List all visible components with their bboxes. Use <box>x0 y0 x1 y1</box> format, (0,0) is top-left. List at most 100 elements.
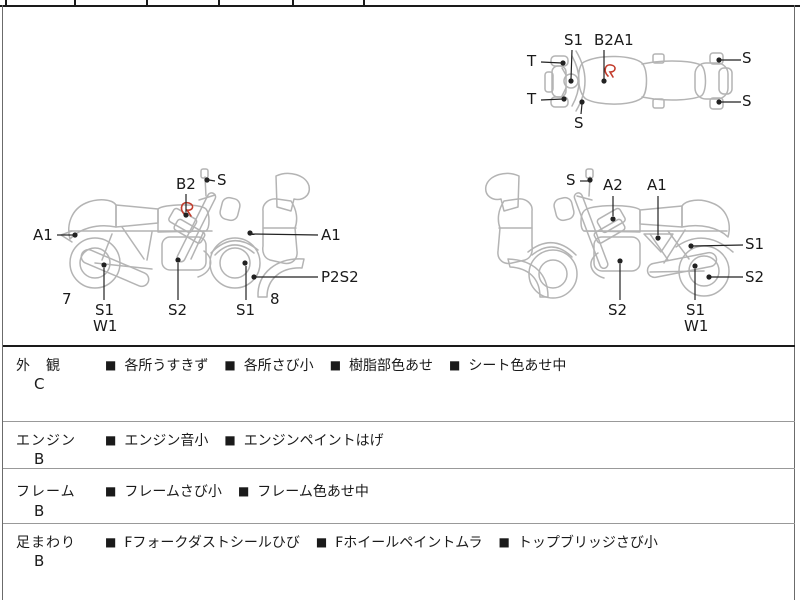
code-label-a1-side-cover: A1 <box>647 176 667 194</box>
leader-lines <box>57 49 744 300</box>
code-label-s-tail-left: S <box>742 49 752 67</box>
front-fender-outer <box>210 240 259 254</box>
header-cell-divider <box>363 0 365 5</box>
code-label-p2s2-wheel: P2S2 <box>321 268 359 286</box>
frame-tube <box>649 233 669 261</box>
inspection-row-frame: フレーム B ■フレームさび小 ■フレーム色あせ中 <box>3 468 795 524</box>
defect-item: ■ 樹脂部色あせ <box>330 355 433 375</box>
bullet-icon: ■ <box>237 484 250 498</box>
defect-item: ■ エンジンペイントはげ <box>224 430 383 450</box>
bullet-icon: ■ <box>449 358 461 372</box>
defect-item: ■エンジン音小 <box>105 430 208 450</box>
code-label-a1-rear-fender: A1 <box>33 226 53 244</box>
fender-crescent <box>257 258 305 298</box>
code-label-num-7: 7 <box>62 290 72 308</box>
defect-text: エンジンペイントはげ <box>243 433 384 449</box>
footpeg-right <box>652 98 665 109</box>
damage-scribble-tank-side <box>180 201 194 217</box>
cylinder-head <box>593 218 626 244</box>
front-rim <box>219 247 251 279</box>
bullet-icon: ■ <box>105 358 117 372</box>
header-cell-divider <box>146 0 148 5</box>
code-label-s-windshield: S <box>574 114 584 132</box>
code-label-b2a1-tank: B2A1 <box>594 31 634 49</box>
right-view-art <box>484 168 734 299</box>
cylinder <box>596 207 626 234</box>
mirror <box>200 168 209 179</box>
frame-tube <box>146 231 153 261</box>
top-view-art <box>544 50 733 112</box>
code-label-s2-engine: S2 <box>168 301 188 319</box>
code-label-s2-rear-wheel: S2 <box>745 268 765 286</box>
code-label-s1-topview: S1 <box>564 31 584 49</box>
defect-items: ■エンジン音小 ■ エンジンペイントはげ <box>105 430 384 450</box>
code-label-s1-muffler-right: S1 <box>686 301 706 319</box>
defect-item: ■各所さび小 <box>224 355 313 375</box>
header-cell-divider <box>74 0 76 5</box>
defect-item: ■Fフォークダストシールひび <box>105 532 300 552</box>
cowl-windscreen <box>484 172 520 212</box>
defect-item: ■Fホイールペイントムラ <box>316 532 483 552</box>
leader-dots <box>72 57 722 280</box>
grade-value: B <box>34 502 45 520</box>
header-cell-divider <box>218 0 220 5</box>
bullet-icon: ■ <box>224 358 236 372</box>
rear-rim <box>79 247 111 279</box>
defect-text: 樹脂部色あせ <box>349 358 434 374</box>
windshield-outer <box>575 50 586 112</box>
defect-text: Fフォークダストシールひび <box>124 535 300 551</box>
category-label: フレーム <box>16 484 76 500</box>
handlebar-grip-right <box>550 96 569 108</box>
defect-text: シート色あせ中 <box>468 358 567 374</box>
top-view-damage-marking <box>604 64 616 78</box>
front-cowl-body <box>497 198 533 265</box>
front-wheel <box>528 249 578 299</box>
code-label-w1-muffler-right: W1 <box>684 317 709 335</box>
defect-item: ■ シート色あせ中 <box>449 355 566 375</box>
defect-items: ■Fフォークダストシールひび ■Fホイールペイントムラ ■トップブリッジさび小 <box>105 532 658 552</box>
damage-scribble-tank-top <box>604 64 616 78</box>
code-label-b2-tank: B2 <box>176 175 196 193</box>
defect-text: フレーム色あせ中 <box>257 484 369 500</box>
code-label-w1-muffler: W1 <box>93 317 118 335</box>
inspection-row-undercarriage: 足まわり B ■Fフォークダストシールひび ■Fホイールペイントムラ ■トップブ… <box>3 523 795 601</box>
defect-text: 各所うすきず <box>124 358 209 374</box>
code-label-s2-engine-right: S2 <box>608 301 628 319</box>
bullet-icon: ■ <box>498 535 510 549</box>
code-label-s-tail-right: S <box>742 92 752 110</box>
swingarm <box>649 270 705 273</box>
handlebar <box>561 87 567 97</box>
footpeg-left <box>652 53 665 64</box>
rear-cowl <box>681 199 730 238</box>
fuel-tank <box>580 204 641 233</box>
rear-fender-tip <box>60 230 73 243</box>
grade-value: C <box>34 375 45 393</box>
header-cell-divider <box>5 0 7 5</box>
code-label-a1-front-fender: A1 <box>321 226 341 244</box>
front-bracket <box>544 71 554 93</box>
handlebar <box>198 194 216 201</box>
frame-tube <box>190 230 205 260</box>
left-view-damage-marking <box>180 201 194 217</box>
code-label-a2-tank: A2 <box>603 176 623 194</box>
rear-axle-left <box>709 52 724 65</box>
fender-crescent <box>507 258 549 298</box>
bullet-icon: ■ <box>329 358 342 372</box>
code-label-s1-shock: S1 <box>745 235 765 253</box>
bullet-icon: ■ <box>224 433 236 447</box>
grade-value: B <box>34 450 45 468</box>
code-label-t-grip-left: T <box>527 52 537 70</box>
defect-items: ■フレームさび小 ■フレーム色あせ中 <box>105 481 369 501</box>
grade-value: B <box>34 552 45 570</box>
handlebar <box>576 195 593 201</box>
header-table-remnant <box>0 0 800 7</box>
motorcycle-diagrams <box>57 49 744 300</box>
fuel-tank-top <box>577 55 648 105</box>
header-cell-divider <box>292 0 294 5</box>
seat-top <box>641 60 707 101</box>
fuel-tank <box>157 204 210 233</box>
engine-case <box>593 236 641 272</box>
code-label-num-8: 8 <box>270 290 280 308</box>
bullet-icon: ■ <box>105 433 117 447</box>
page-border-left <box>2 5 3 600</box>
